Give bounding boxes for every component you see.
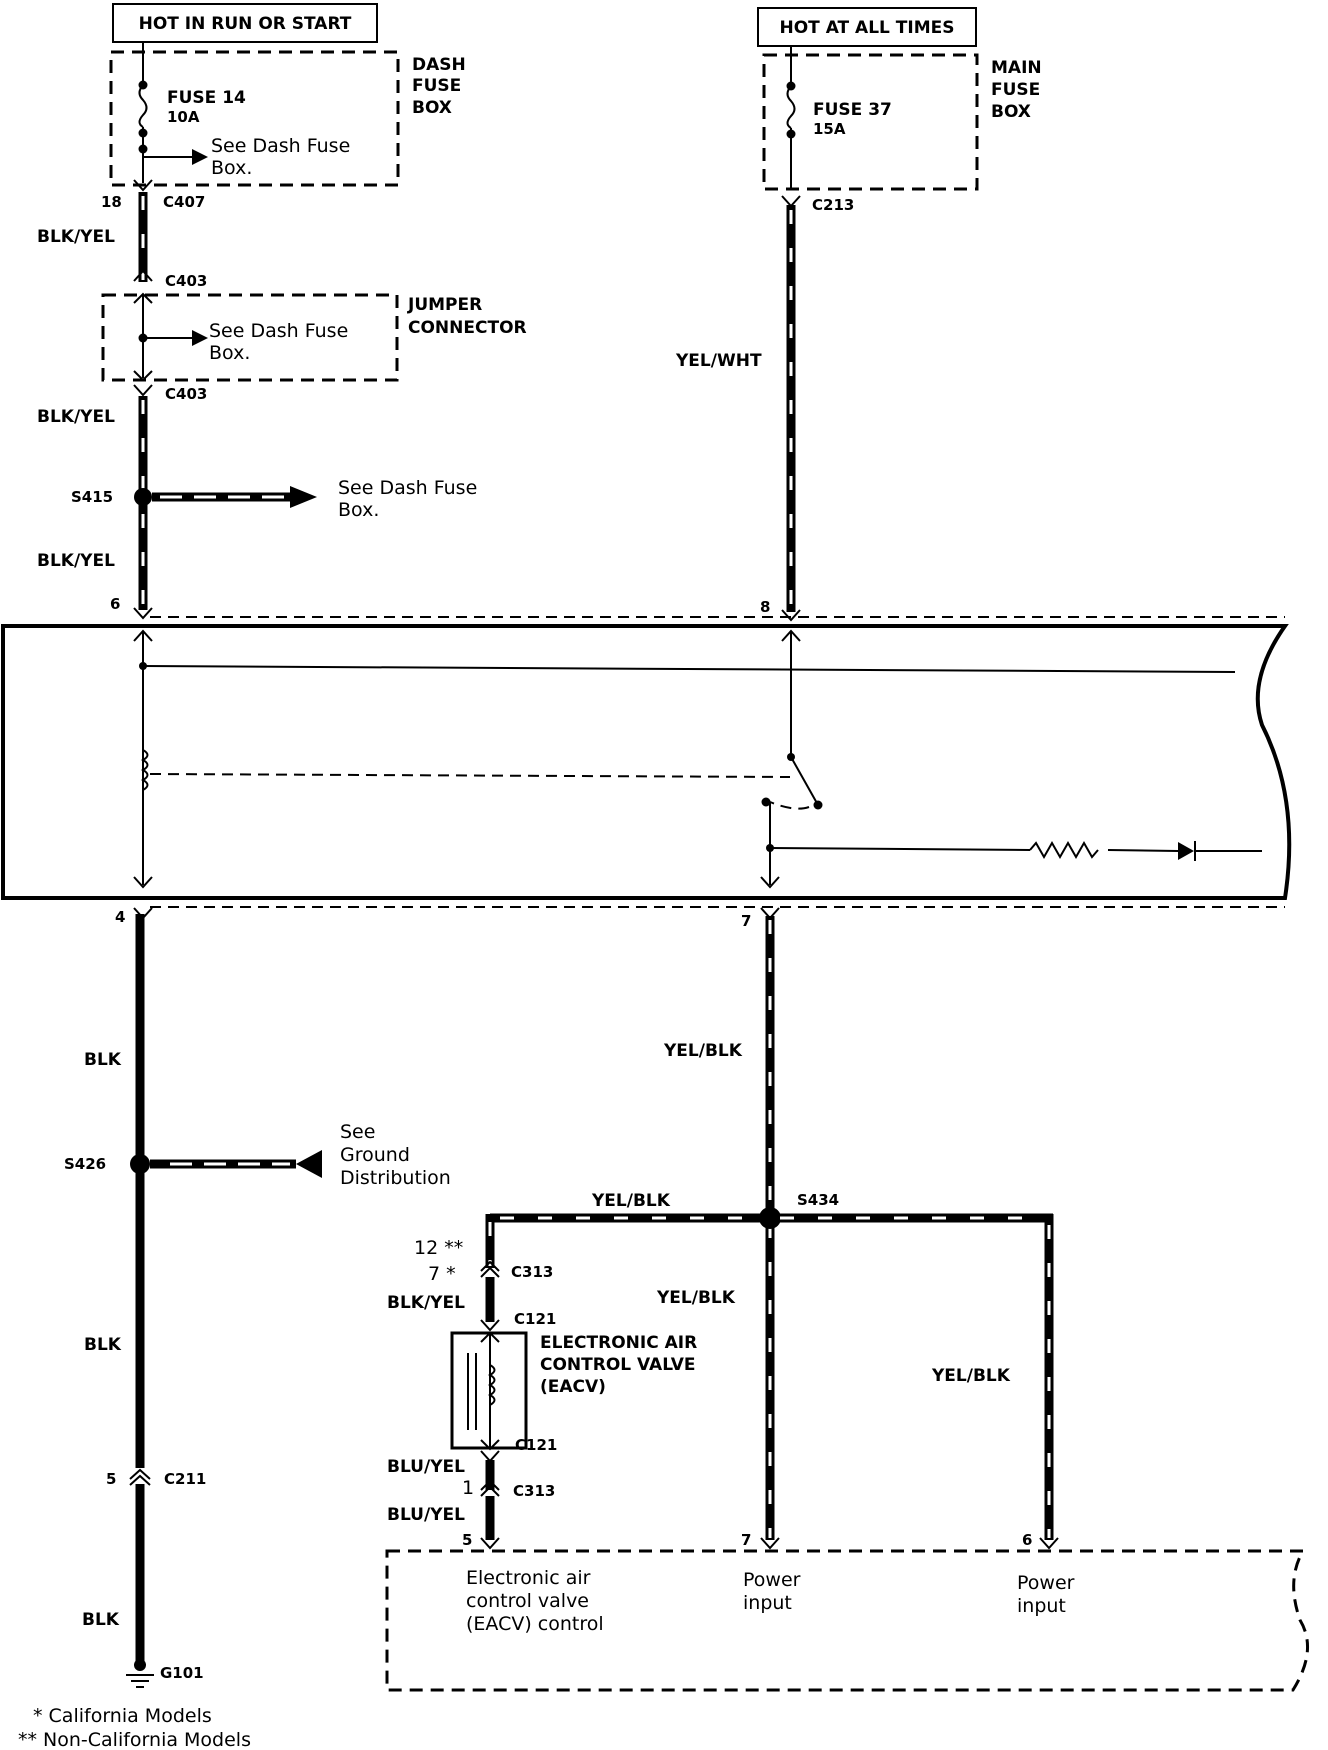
see-dash-fuse-box: Box. <box>209 342 250 364</box>
splice-s434-label: S434 <box>797 1191 839 1209</box>
eacv-label: (EACV) <box>540 1377 606 1397</box>
fuse-14-symbol <box>138 84 148 128</box>
pin-c313-noncal: 12 ** <box>414 1237 463 1259</box>
connector-c313-top: C313 <box>511 1263 553 1281</box>
pin-c313-cal: 7 * <box>428 1263 456 1285</box>
relay-coil <box>140 749 149 791</box>
connector-c121-top: C121 <box>514 1310 556 1328</box>
jumper-connector-label: JUMPER <box>407 295 482 315</box>
connector-c213: C213 <box>812 196 854 214</box>
fuse-37-name: FUSE 37 <box>813 100 892 120</box>
ecm-eacv-control-label: control valve <box>466 1590 589 1612</box>
see-ground-distribution: See <box>340 1121 375 1143</box>
fuse-37-symbol <box>786 85 796 129</box>
footnote-non-california: ** Non-California Models <box>18 1729 251 1750</box>
wire-blu-yel: BLU/YEL <box>387 1505 465 1525</box>
hot-run-start-box <box>112 3 378 43</box>
hot-run-start-label: HOT IN RUN OR START <box>139 14 352 34</box>
wire-blu-yel: BLU/YEL <box>387 1457 465 1477</box>
connector-c313-bottom: C313 <box>513 1482 555 1500</box>
dash-fuse-box-label: DASH <box>412 55 466 75</box>
connector-c211: C211 <box>164 1470 206 1488</box>
jumper-connector-label: CONNECTOR <box>408 318 527 338</box>
see-dash-fuse-box: See Dash Fuse <box>209 320 348 342</box>
wire-yel-blk: YEL/BLK <box>656 1288 736 1308</box>
dash-fuse-box-label: BOX <box>412 98 452 118</box>
connector-c403-top: C403 <box>165 272 207 290</box>
wire-yel-blk: YEL/BLK <box>663 1041 743 1061</box>
dash-fuse-box-outline <box>109 50 400 187</box>
wire-blk-yel: BLK/YEL <box>37 551 115 571</box>
wire-yel-wht: YEL/WHT <box>675 351 762 371</box>
pin-c407: 18 <box>101 193 122 211</box>
relay-switch-arm <box>790 756 819 806</box>
main-fuse-box-label: BOX <box>991 102 1031 122</box>
main-fuse-box-outline <box>762 53 979 191</box>
ecm-connector-outline <box>385 1549 1310 1692</box>
connector-c403-bottom: C403 <box>165 385 207 403</box>
relay-pin-4: 4 <box>115 908 125 926</box>
connector-c121-bottom: C121 <box>515 1436 557 1454</box>
splice-s426-label: S426 <box>64 1155 106 1173</box>
dash-fuse-box-label: FUSE <box>412 76 461 96</box>
ecm-power-input-label: Power <box>743 1569 801 1591</box>
ground-g101: G101 <box>160 1664 204 1682</box>
pin-c313-bottom: 1 <box>462 1477 474 1499</box>
eacv-coil <box>487 1364 496 1406</box>
footnote-california: * California Models <box>33 1705 212 1727</box>
relay-pin-7: 7 <box>741 912 751 930</box>
see-dash-fuse-box: Box. <box>211 157 252 179</box>
splice-s415-label: S415 <box>71 488 113 506</box>
see-ground-distribution: Distribution <box>340 1167 451 1189</box>
s415-see-dash-fuse: Box. <box>338 499 379 521</box>
hot-all-times-label: HOT AT ALL TIMES <box>780 18 955 38</box>
splice-s415 <box>134 488 152 506</box>
fuse-37-rating: 15A <box>813 120 846 138</box>
s415-see-dash-fuse: See Dash Fuse <box>338 477 477 499</box>
ground-symbol <box>126 1674 154 1688</box>
relay-pin-6: 6 <box>110 595 120 613</box>
relay-module-outline <box>1 624 1292 900</box>
eacv-label: CONTROL VALVE <box>540 1355 695 1375</box>
wire-blk: BLK <box>84 1335 122 1355</box>
ecm-pin-7: 7 <box>741 1531 751 1549</box>
wire-blk: BLK <box>82 1610 120 1630</box>
resistor-symbol <box>1029 840 1099 860</box>
wire-blk-yel: BLK/YEL <box>387 1293 465 1313</box>
wire-yel-blk: YEL/BLK <box>931 1366 1011 1386</box>
connector-c407: C407 <box>163 193 205 211</box>
jumper-connector-outline <box>101 293 399 382</box>
main-fuse-box-label: MAIN <box>991 58 1042 78</box>
ecm-pin-5: 5 <box>462 1531 472 1549</box>
see-ground-distribution: Ground <box>340 1144 410 1166</box>
ecm-power-input-label: Power <box>1017 1572 1075 1594</box>
eacv-label: ELECTRONIC AIR <box>540 1333 697 1353</box>
fuse-14-name: FUSE 14 <box>167 88 246 108</box>
ecm-eacv-control-label: (EACV) control <box>466 1613 604 1635</box>
see-dash-fuse-box: See Dash Fuse <box>211 135 350 157</box>
fuse-14-rating: 10A <box>167 108 200 126</box>
ecm-power-input-label: input <box>743 1592 792 1614</box>
wire-yel-blk: YEL/BLK <box>591 1191 671 1211</box>
wire-blk-yel: BLK/YEL <box>37 227 115 247</box>
ecm-power-input-label: input <box>1017 1595 1066 1617</box>
ecm-pin-6: 6 <box>1022 1531 1032 1549</box>
hot-all-times-box <box>757 7 977 47</box>
diode-symbol <box>1178 842 1194 860</box>
wire-blk-yel: BLK/YEL <box>37 407 115 427</box>
wire-blk: BLK <box>84 1050 122 1070</box>
relay-pin-8: 8 <box>760 598 770 616</box>
pin-c211: 5 <box>106 1470 116 1488</box>
ecm-eacv-control-label: Electronic air <box>466 1567 591 1589</box>
main-fuse-box-label: FUSE <box>991 80 1040 100</box>
